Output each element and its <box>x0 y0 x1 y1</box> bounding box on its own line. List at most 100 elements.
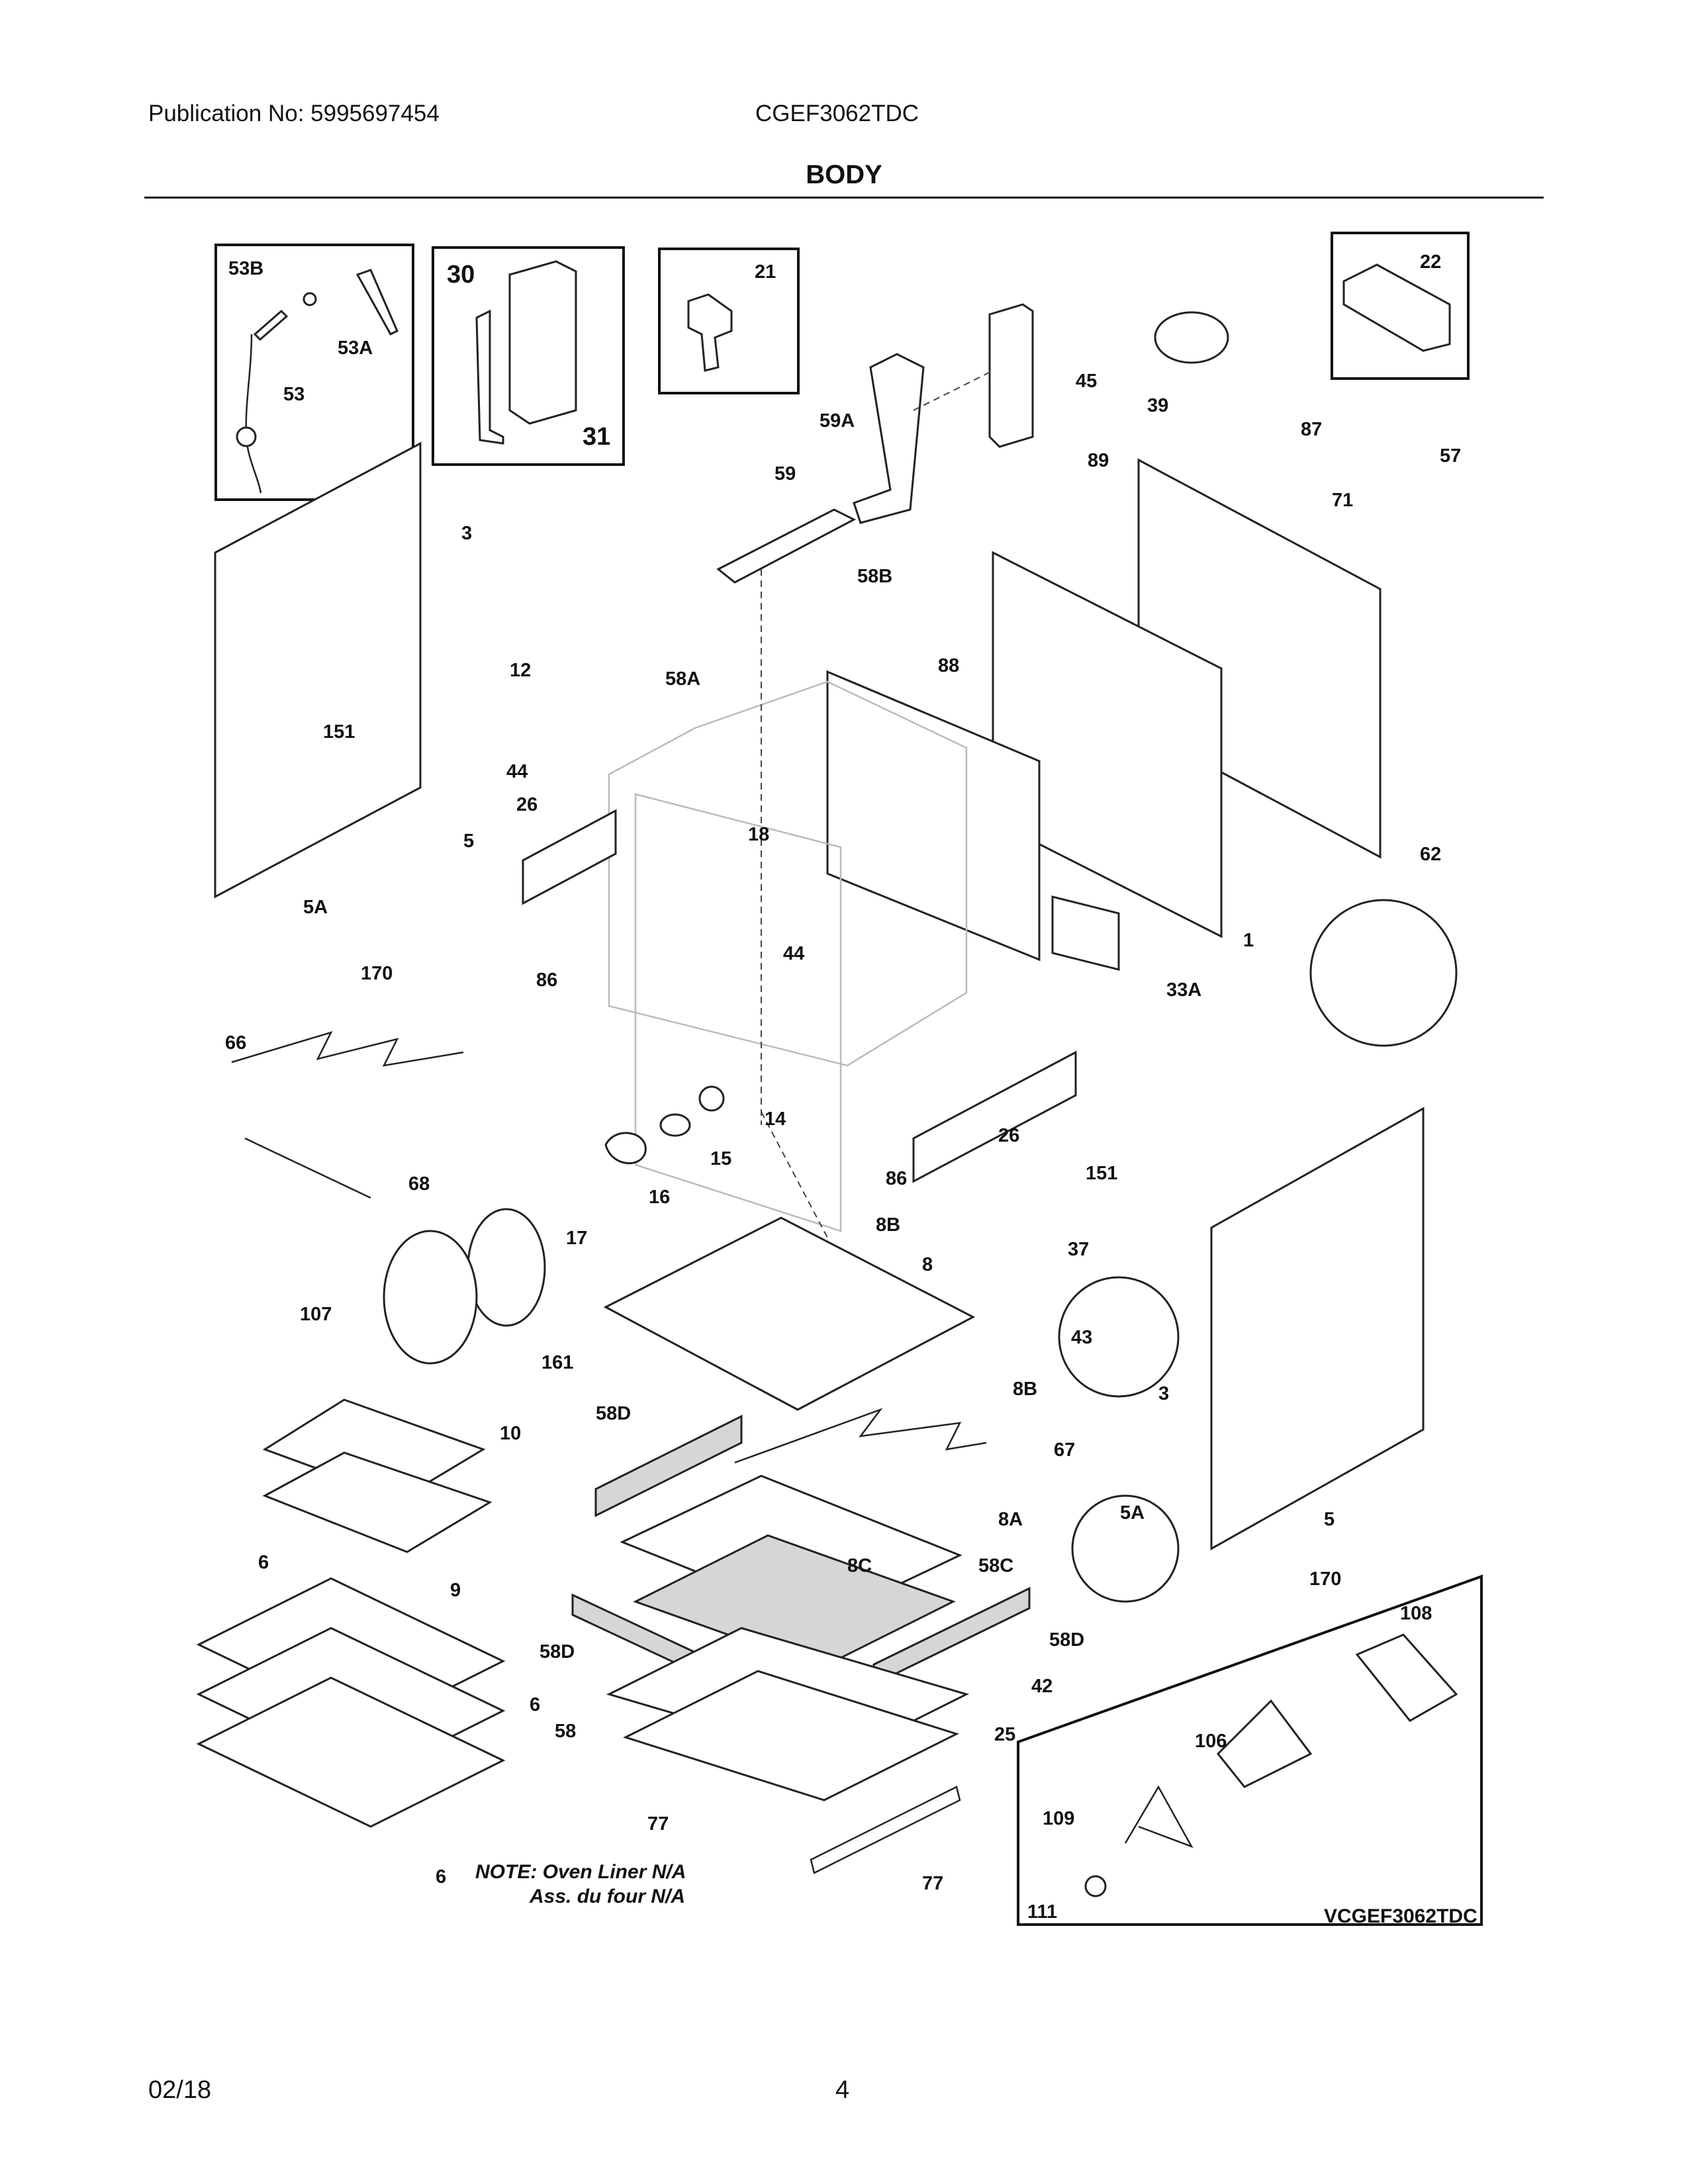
side-panel-3-left-shape <box>214 441 422 899</box>
nut-111-shape <box>1084 1875 1107 1897</box>
callout-labels: 53B 53A 53 30 31 21 22 45 39 59A 59 87 5… <box>225 251 1461 1923</box>
heating-ring-161-shape <box>467 1208 546 1327</box>
fan-cover-107-shape <box>383 1230 478 1365</box>
callout: 31 <box>583 423 610 451</box>
lens-16-shape <box>604 1132 647 1165</box>
callout: 161 <box>541 1352 573 1373</box>
callout: 66 <box>225 1032 246 1054</box>
callout: 53A <box>338 338 373 359</box>
callout: 3 <box>461 523 472 544</box>
callout: 86 <box>536 970 557 991</box>
callout: 5 <box>463 831 474 852</box>
callout: 59A <box>820 410 855 432</box>
callout: 44 <box>783 943 804 964</box>
inset-box-part-22 <box>1331 232 1470 380</box>
callout: 58C <box>978 1555 1013 1576</box>
callout: 53B <box>228 258 263 279</box>
assembly-leader-2 <box>913 370 994 411</box>
callout: 30 <box>447 261 475 289</box>
page-number: 4 <box>835 2076 850 2104</box>
callout: 8A <box>998 1509 1023 1530</box>
callout: 8B <box>1013 1379 1037 1400</box>
inset-box-part-21 <box>658 248 800 394</box>
callout: 108 <box>1400 1603 1432 1624</box>
inset-box-thermocouple <box>214 244 414 501</box>
callout: 68 <box>408 1173 430 1195</box>
callout: 15 <box>710 1148 731 1169</box>
callout: 8 <box>922 1254 933 1275</box>
callout: 58 <box>555 1721 576 1742</box>
callout: 87 <box>1301 419 1322 440</box>
callout: 111 <box>1027 1901 1057 1923</box>
insulation-58b-shape <box>826 670 1041 962</box>
callout: 39 <box>1147 395 1168 416</box>
probe-wire-shape <box>245 334 262 494</box>
callout: 58D <box>539 1641 575 1662</box>
diagram-code: VCGEF3062TDC <box>1324 1905 1477 1927</box>
bracket-22-shape <box>1342 263 1451 352</box>
callout: 6 <box>436 1866 446 1888</box>
callout: 151 <box>323 721 355 743</box>
callout: 9 <box>450 1580 461 1601</box>
callout: 8C <box>847 1555 872 1576</box>
callout: 58A <box>665 668 700 690</box>
callout: 42 <box>1031 1676 1053 1697</box>
callout: 106 <box>1195 1731 1227 1752</box>
callout: 6 <box>258 1552 269 1573</box>
callout: 45 <box>1076 371 1097 392</box>
callout: 86 <box>886 1168 907 1189</box>
callout: 1 <box>1243 930 1254 951</box>
model-number: CGEF3062TDC <box>755 101 919 126</box>
callout: 33A <box>1166 979 1201 1001</box>
callout: 77 <box>922 1873 943 1894</box>
callout: 58D <box>1049 1629 1084 1651</box>
callout: 151 <box>1086 1163 1117 1184</box>
callout: 25 <box>994 1724 1015 1745</box>
callout: 170 <box>361 963 393 984</box>
bracket-31-shape <box>475 309 504 445</box>
screw-43-inset <box>1058 1276 1180 1398</box>
callout: 67 <box>1054 1439 1075 1461</box>
callout: 43 <box>1071 1327 1092 1348</box>
callout: 16 <box>649 1187 670 1208</box>
insulation-58d-top-shape <box>594 1414 743 1518</box>
callout: 5A <box>303 897 328 918</box>
trim-26-left-shape <box>522 809 617 905</box>
inset-box-bracket <box>432 246 625 466</box>
callout: 88 <box>938 655 959 676</box>
callout: 62 <box>1420 844 1441 865</box>
callout: 18 <box>748 824 769 845</box>
callout: 26 <box>516 794 538 815</box>
publication-number: Publication No: 5995697454 <box>148 101 440 126</box>
probe-sleeve-shape <box>253 309 289 341</box>
callout: 17 <box>566 1228 587 1249</box>
callout: 6 <box>530 1694 540 1715</box>
fan-blade-109-shape <box>1124 1785 1194 1848</box>
bracket-33a-shape <box>1051 895 1120 971</box>
rack-6-bottom-shape <box>196 1676 506 1828</box>
oven-front-frame-shape <box>634 793 842 1232</box>
terminal-block-62-inset <box>1309 899 1458 1047</box>
side-panel-3-right-shape <box>1210 1107 1425 1551</box>
panel-25-shape <box>623 1670 959 1801</box>
channel-45-shape <box>988 303 1034 448</box>
callout: 58D <box>596 1403 631 1424</box>
bake-element-66-shape <box>231 1030 464 1067</box>
callout: 14 <box>765 1109 786 1130</box>
bracket-106-shape <box>1216 1699 1313 1788</box>
callout: 77 <box>647 1813 669 1835</box>
cover-30-shape <box>508 260 577 425</box>
duct-59-shape <box>716 508 857 584</box>
callout: 22 <box>1420 251 1441 273</box>
callout: 89 <box>1088 450 1109 471</box>
callout: 58B <box>857 566 892 587</box>
callout: 59 <box>774 463 796 484</box>
oven-liner-note-line2: Ass. du four N/A <box>529 1886 685 1907</box>
callout: 109 <box>1043 1808 1074 1829</box>
bracket-53a-shape <box>355 269 399 336</box>
callout: 5 <box>1324 1509 1335 1530</box>
callout: 8B <box>876 1214 900 1236</box>
grommet-shape <box>303 292 317 306</box>
lamp-socket-14-shape <box>698 1085 725 1112</box>
